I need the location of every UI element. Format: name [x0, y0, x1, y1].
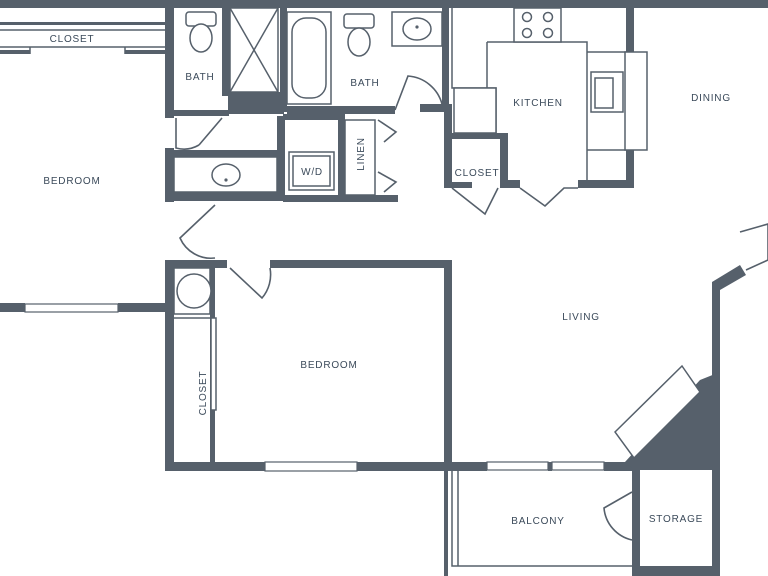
windows: [24, 303, 605, 472]
doors: [175, 75, 768, 541]
room-label-bath-left: BATH: [185, 72, 214, 83]
sink-icon: [590, 71, 624, 113]
fixtures: [173, 7, 701, 460]
thin-lines: [0, 29, 632, 567]
washer-dryer-icon: [288, 151, 335, 191]
water-heater-icon: [173, 267, 212, 315]
room-label-closet-bedroom: CLOSET: [198, 371, 209, 416]
shower-icon: [229, 7, 279, 93]
room-label-bedroom-left: BEDROOM: [43, 176, 100, 187]
fireplace-icon: [614, 364, 701, 460]
room-label-wd: W/D: [301, 167, 323, 178]
room-label-living: LIVING: [562, 312, 600, 323]
room-labels: CLOSET BATH BATH KITCHEN DINING BEDROOM …: [43, 34, 731, 527]
bathtub-icon: [286, 11, 332, 105]
stove-icon: [513, 7, 562, 43]
room-label-linen: LINEN: [356, 137, 367, 170]
toilet-icon: [343, 13, 375, 57]
room-label-bath-right: BATH: [350, 78, 379, 89]
room-label-closet-kitchen: CLOSET: [455, 168, 500, 179]
toilet-icon: [185, 11, 217, 53]
room-label-balcony: BALCONY: [511, 516, 564, 527]
room-label-dining: DINING: [691, 93, 731, 104]
sink-icon: [391, 11, 443, 47]
sink-icon: [173, 156, 278, 193]
kitchen-counter: [451, 8, 648, 180]
room-label-kitchen: KITCHEN: [513, 98, 563, 109]
room-label-closet-top: CLOSET: [50, 34, 95, 45]
room-label-bedroom-center: BEDROOM: [300, 360, 357, 371]
room-label-storage: STORAGE: [649, 514, 703, 525]
